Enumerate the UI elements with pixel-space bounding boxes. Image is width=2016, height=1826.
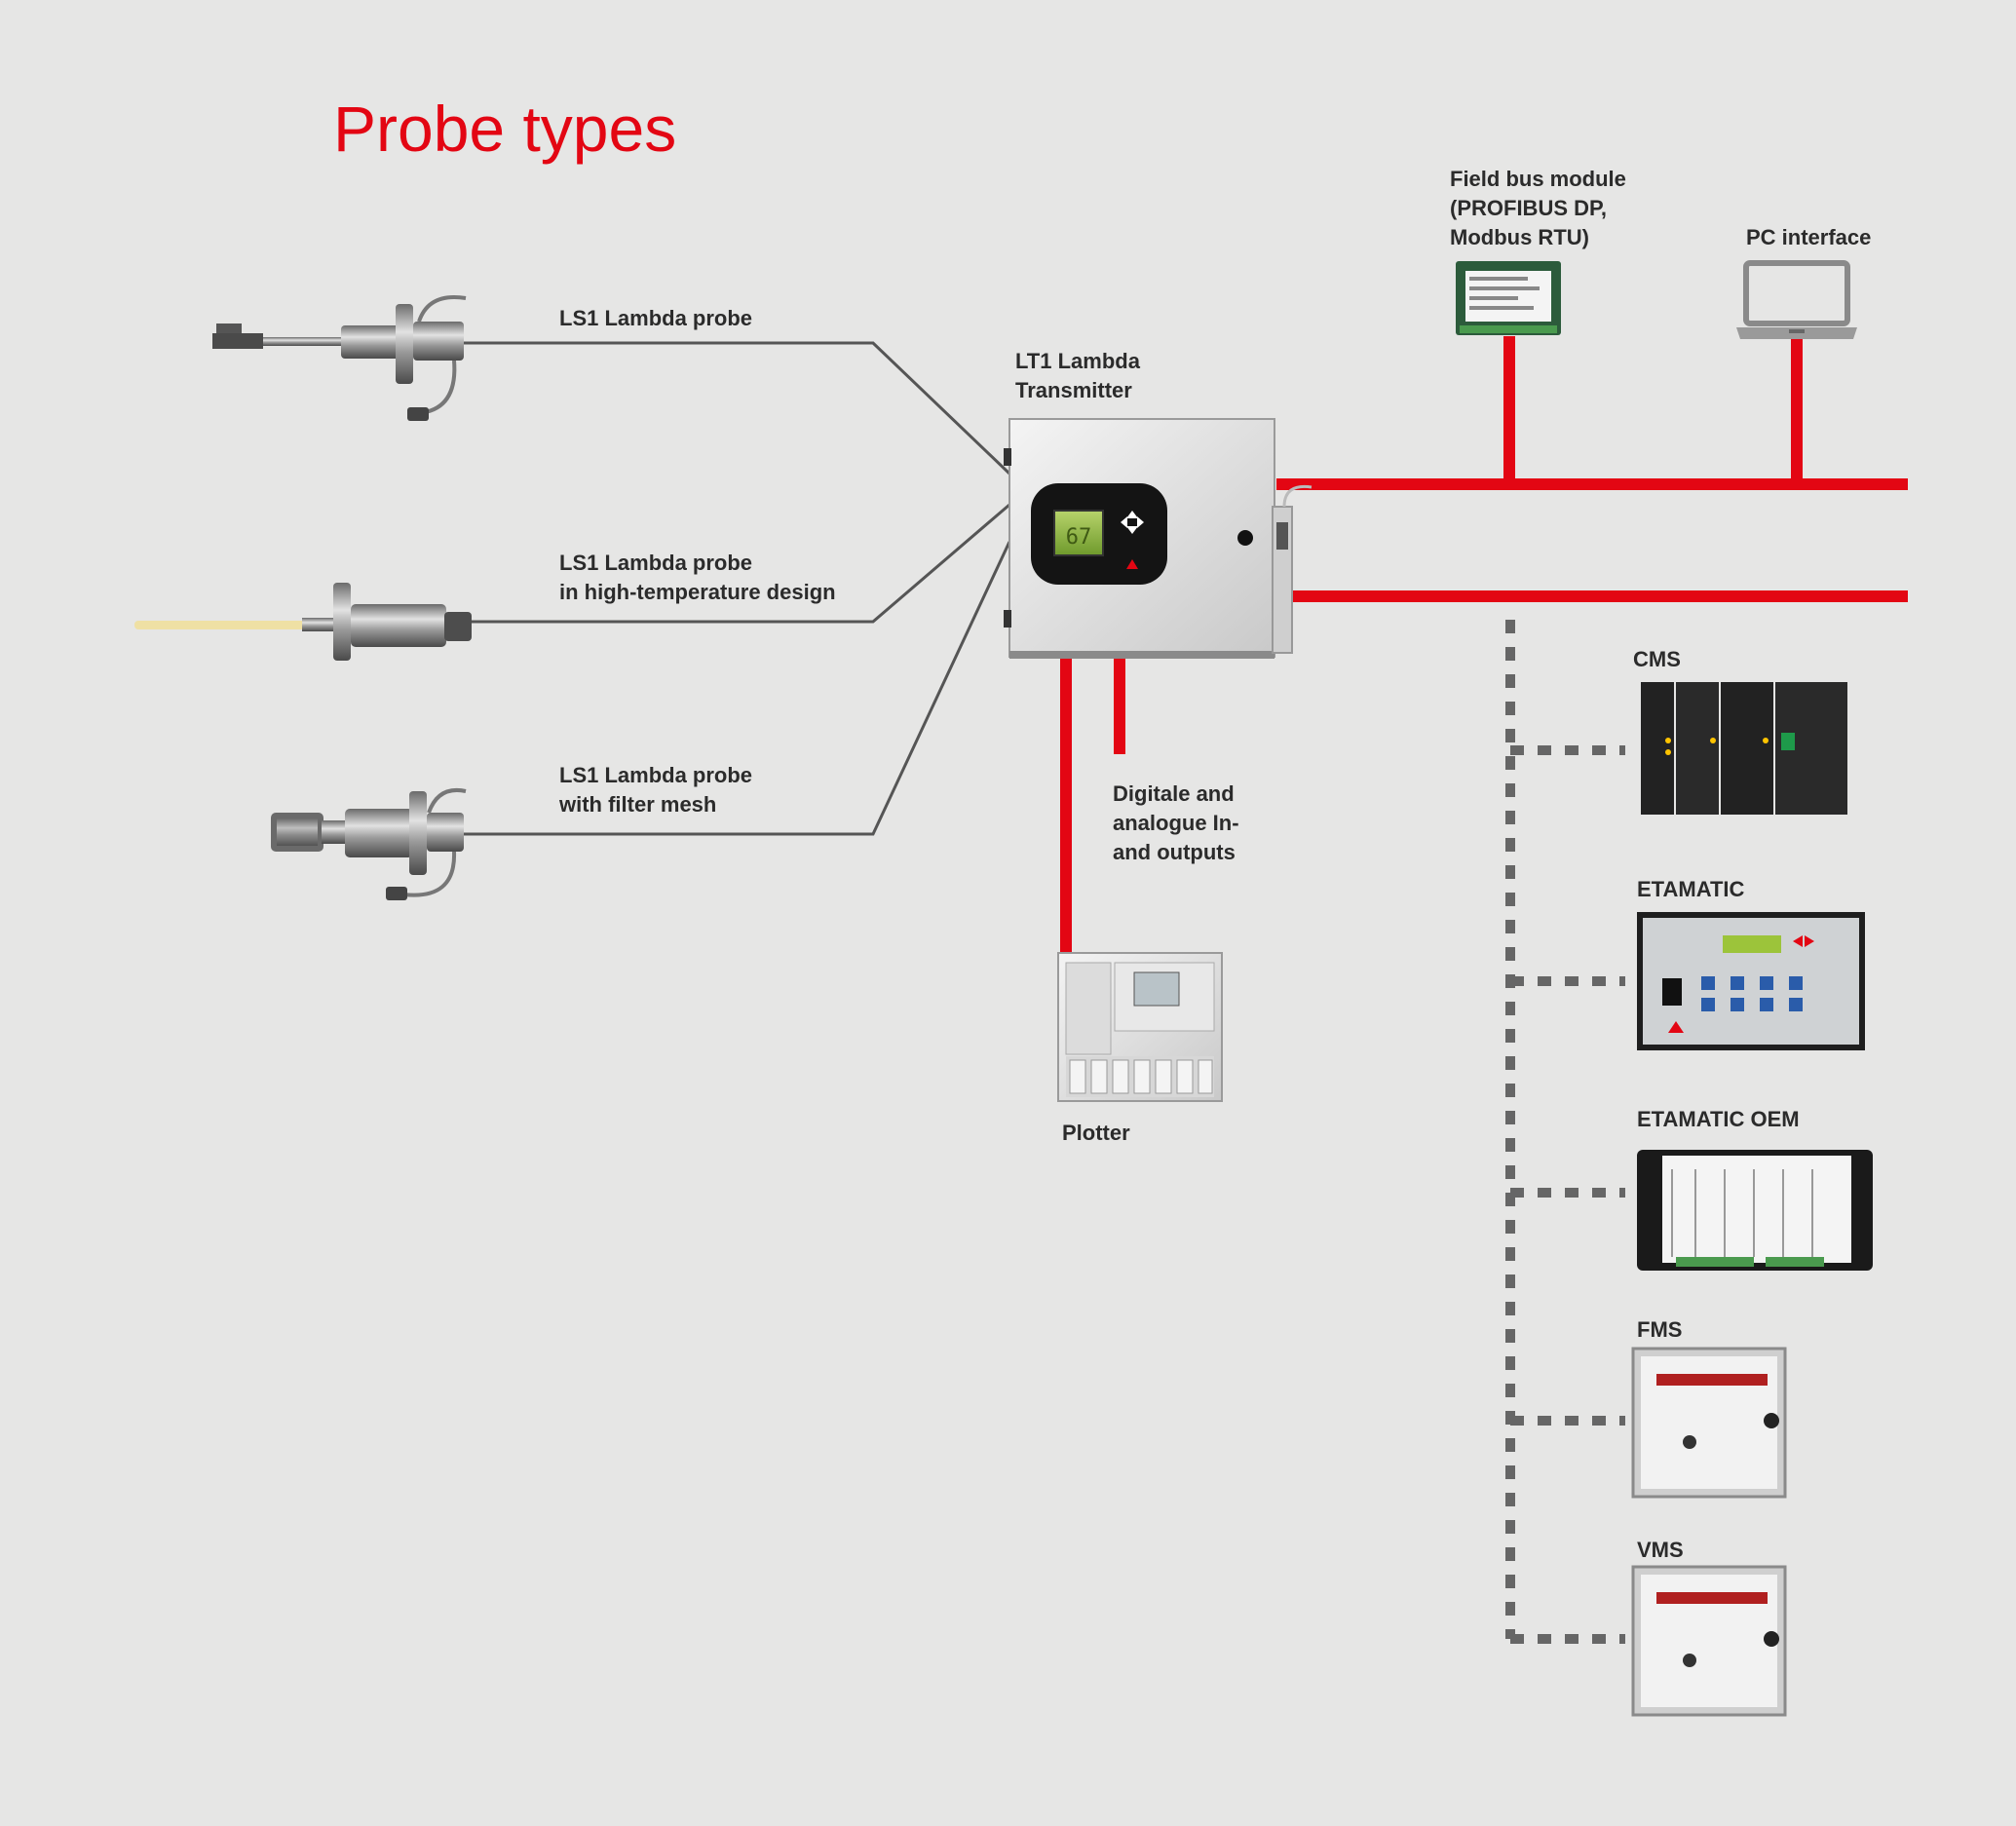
lt1-transmitter-image: 67 — [1004, 418, 1312, 659]
etamatic-oem-label: ETAMATIC OEM — [1637, 1107, 1800, 1131]
io-label-line1: Digitale and — [1113, 781, 1235, 806]
vms-device-image — [1631, 1565, 1787, 1717]
page-title: Probe types — [333, 93, 677, 165]
etamatic-label: ETAMATIC — [1637, 877, 1745, 901]
pc-interface-label: PC interface — [1746, 225, 1872, 249]
ls1-probe-filter-mesh-image — [271, 788, 467, 900]
transmitter-label-line1: LT1 Lambda — [1015, 349, 1140, 373]
fieldbus-label-line1: Field bus module — [1450, 167, 1626, 191]
transmitter-lock-icon — [1237, 530, 1253, 546]
etamatic-oem-device-image — [1637, 1150, 1873, 1271]
probe-3-line — [458, 541, 1011, 836]
probe-1-label-line1: LS1 Lambda probe — [559, 306, 753, 330]
red-bus-lines — [1060, 336, 1908, 953]
probe-3-label-line1: LS1 Lambda probe — [559, 763, 753, 787]
ls1-probe-image — [212, 295, 467, 421]
probe-2-label-line1: LS1 Lambda probe — [559, 551, 753, 575]
dashed-device-bus — [1505, 620, 1625, 1644]
probe-1-label: LS1 Lambda probe — [559, 304, 752, 333]
fieldbus-label: Field bus module (PROFIBUS DP, Modbus RT… — [1450, 165, 1626, 252]
plotter-label: Plotter — [1062, 1121, 1130, 1145]
transmitter-label-line2: Transmitter — [1015, 378, 1132, 402]
probe-2-label-line2: in high-temperature design — [559, 580, 836, 604]
vms-label: VMS — [1637, 1538, 1684, 1562]
probe-1-line — [458, 341, 1011, 476]
cms-device-image — [1641, 682, 1847, 815]
fieldbus-label-line3: Modbus RTU) — [1450, 225, 1589, 249]
fms-device-image — [1631, 1347, 1787, 1499]
probe-3-label-line2: with filter mesh — [559, 792, 717, 817]
probe-2-label: LS1 Lambda probe in high-temperature des… — [559, 549, 836, 607]
io-label-line2: analogue In- — [1113, 811, 1239, 835]
fieldbus-label-line2: (PROFIBUS DP, — [1450, 196, 1607, 220]
transmitter-label: LT1 Lambda Transmitter — [1015, 347, 1140, 405]
etamatic-device-image — [1637, 912, 1865, 1050]
ls1-probe-high-temperature-image — [134, 583, 472, 661]
transmitter-navigation-icon — [1121, 511, 1144, 534]
fms-label: FMS — [1637, 1317, 1683, 1342]
io-label: Digitale and analogue In- and outputs — [1113, 780, 1239, 867]
brand-logo-icon — [1126, 559, 1138, 569]
probe-3-label: LS1 Lambda probe with filter mesh — [559, 761, 752, 819]
laptop-icon — [1736, 260, 1857, 339]
fieldbus-module-image — [1456, 261, 1561, 335]
cms-label: CMS — [1633, 647, 1681, 671]
transmitter-display-value: 67 — [1066, 525, 1092, 550]
io-label-line3: and outputs — [1113, 840, 1236, 864]
plotter-image — [1057, 952, 1223, 1102]
probe-2-line — [458, 503, 1010, 624]
probe-connection-lines — [458, 341, 1011, 836]
